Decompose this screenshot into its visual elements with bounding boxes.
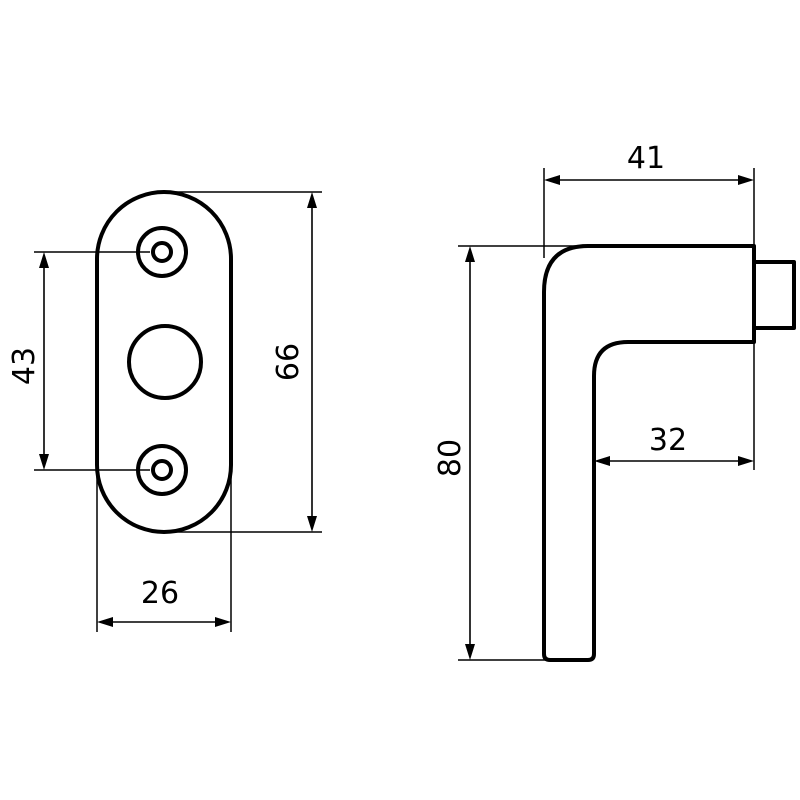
dimension-label-rosette-height: 66 — [271, 343, 306, 381]
dimension-rosette-height: 66 — [165, 191, 322, 533]
rosette-view: 43 66 26 — [7, 190, 322, 632]
dimension-label-rosette-width: 26 — [141, 576, 179, 611]
dimension-label-handle-inner-depth: 32 — [649, 423, 687, 458]
dimension-handle-inner-depth: 32 — [594, 342, 755, 470]
rosette-outline — [95, 190, 233, 534]
spindle-stub — [752, 260, 796, 330]
dimension-label-handle-height: 80 — [433, 439, 468, 477]
handle-view: 41 80 32 — [433, 141, 796, 662]
center-spindle-hole — [127, 324, 203, 400]
dimension-handle-depth: 41 — [543, 141, 755, 258]
dimension-label-hole-spacing: 43 — [7, 347, 42, 385]
dimension-handle-height: 80 — [433, 245, 588, 661]
dimension-rosette-width: 26 — [96, 470, 232, 632]
dimension-hole-spacing: 43 — [7, 251, 150, 471]
dimension-label-handle-depth: 41 — [627, 141, 665, 176]
